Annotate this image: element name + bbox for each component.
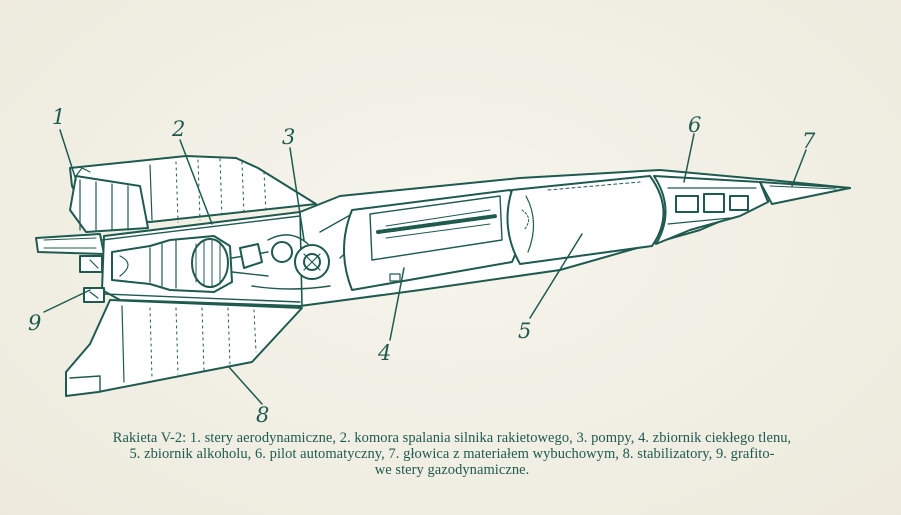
caption-line-1: Rakieta V-2: 1. stery aerodynamiczne, 2.… <box>112 430 792 446</box>
label-6: 6 <box>688 113 701 137</box>
label-7: 7 <box>802 129 816 153</box>
figure-caption: Rakieta V-2: 1. stery aerodynamiczne, 2.… <box>14 430 890 478</box>
graphite-jet-vanes <box>79 255 105 303</box>
label-8: 8 <box>256 403 269 427</box>
side-fin-stub <box>35 233 105 255</box>
leader-lines <box>43 129 807 405</box>
liquid-oxygen-tank <box>343 189 522 291</box>
turbopump <box>239 213 365 290</box>
caption-line-2: 5. zbiornik alkoholu, 6. pilot automatyc… <box>129 446 775 462</box>
label-4: 4 <box>377 341 391 365</box>
caption-line-3: we stery gazodynamiczne. <box>374 462 530 478</box>
guidance-compartment <box>653 175 769 245</box>
label-3: 3 <box>282 125 295 149</box>
label-2: 2 <box>171 117 185 141</box>
label-5: 5 <box>518 319 531 343</box>
alcohol-tank <box>506 175 665 265</box>
warhead-nose <box>759 181 851 205</box>
label-1: 1 <box>52 105 65 129</box>
aerodynamic-rudder <box>69 167 149 233</box>
label-9: 9 <box>28 311 41 335</box>
callout-labels: 1 2 3 4 5 6 7 8 9 <box>28 105 816 427</box>
lower-tail-fin <box>65 299 303 397</box>
